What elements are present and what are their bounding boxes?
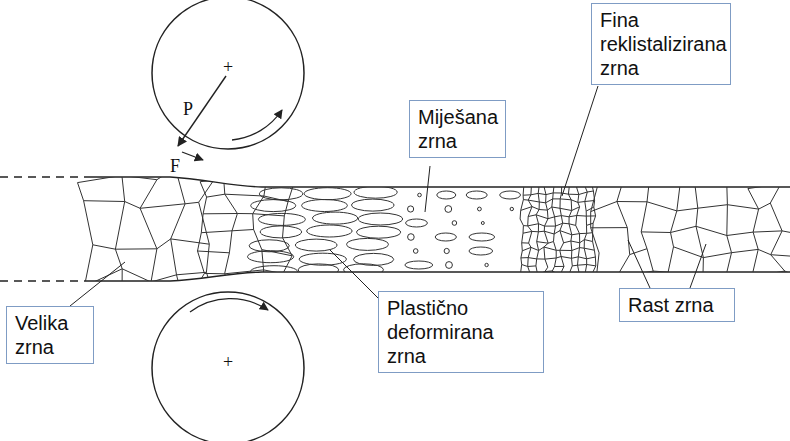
grain <box>466 191 487 199</box>
box-text: Plastično deformirana zrna <box>387 296 535 368</box>
grain <box>408 234 415 241</box>
grain <box>446 262 453 269</box>
grain <box>358 213 402 225</box>
grain <box>307 225 352 237</box>
grain <box>295 239 337 251</box>
grain <box>250 266 297 278</box>
grain <box>258 213 305 225</box>
grain <box>437 191 456 199</box>
grain <box>194 178 296 293</box>
grain <box>249 240 289 252</box>
grain-label-box: Fina reklistalizirana zrna <box>591 3 731 85</box>
grain <box>405 261 433 269</box>
grain <box>352 199 394 211</box>
grain <box>354 186 397 198</box>
grain <box>298 264 339 276</box>
grain <box>500 191 521 199</box>
friction-arrow <box>182 152 203 160</box>
grain <box>469 233 495 241</box>
grain <box>418 193 422 197</box>
grain <box>347 238 389 250</box>
center-mark: + <box>223 353 233 371</box>
grain <box>435 233 456 241</box>
grain <box>248 251 294 263</box>
grain <box>444 248 449 253</box>
grain <box>313 212 358 224</box>
center-mark: + <box>223 58 233 76</box>
rotation-arrow <box>232 110 282 140</box>
grain-label-box: Velika zrna <box>6 306 94 364</box>
grain <box>520 183 596 283</box>
grain-label-box: Rast zrna <box>619 288 735 322</box>
grain <box>413 249 418 254</box>
force-label: P <box>183 100 193 118</box>
grain <box>481 222 484 225</box>
rotation-arrow <box>190 299 268 312</box>
box-text: Fina reklistalizirana zrna <box>600 8 722 80</box>
grain <box>485 263 488 266</box>
box-text: Velika zrna <box>15 311 85 359</box>
leader-line <box>70 86 706 306</box>
force-arrow <box>178 76 226 146</box>
grain <box>302 200 348 212</box>
grain <box>408 206 414 212</box>
grain <box>260 226 301 238</box>
roller <box>152 0 304 441</box>
grain <box>469 247 493 255</box>
box-text: Rast zrna <box>628 293 726 317</box>
grain-label-box: Plastično deformirana zrna <box>378 291 544 373</box>
grain <box>259 188 302 200</box>
grain <box>478 207 482 211</box>
grain <box>510 207 513 210</box>
grain <box>357 226 401 238</box>
grain <box>406 219 428 227</box>
box-text: Miješana zrna <box>418 105 497 153</box>
grain <box>251 200 296 212</box>
grain <box>304 188 351 200</box>
grain <box>452 221 457 226</box>
force-label: F <box>170 157 180 175</box>
grain-label-box: Miješana zrna <box>409 100 506 158</box>
grain <box>445 206 452 213</box>
